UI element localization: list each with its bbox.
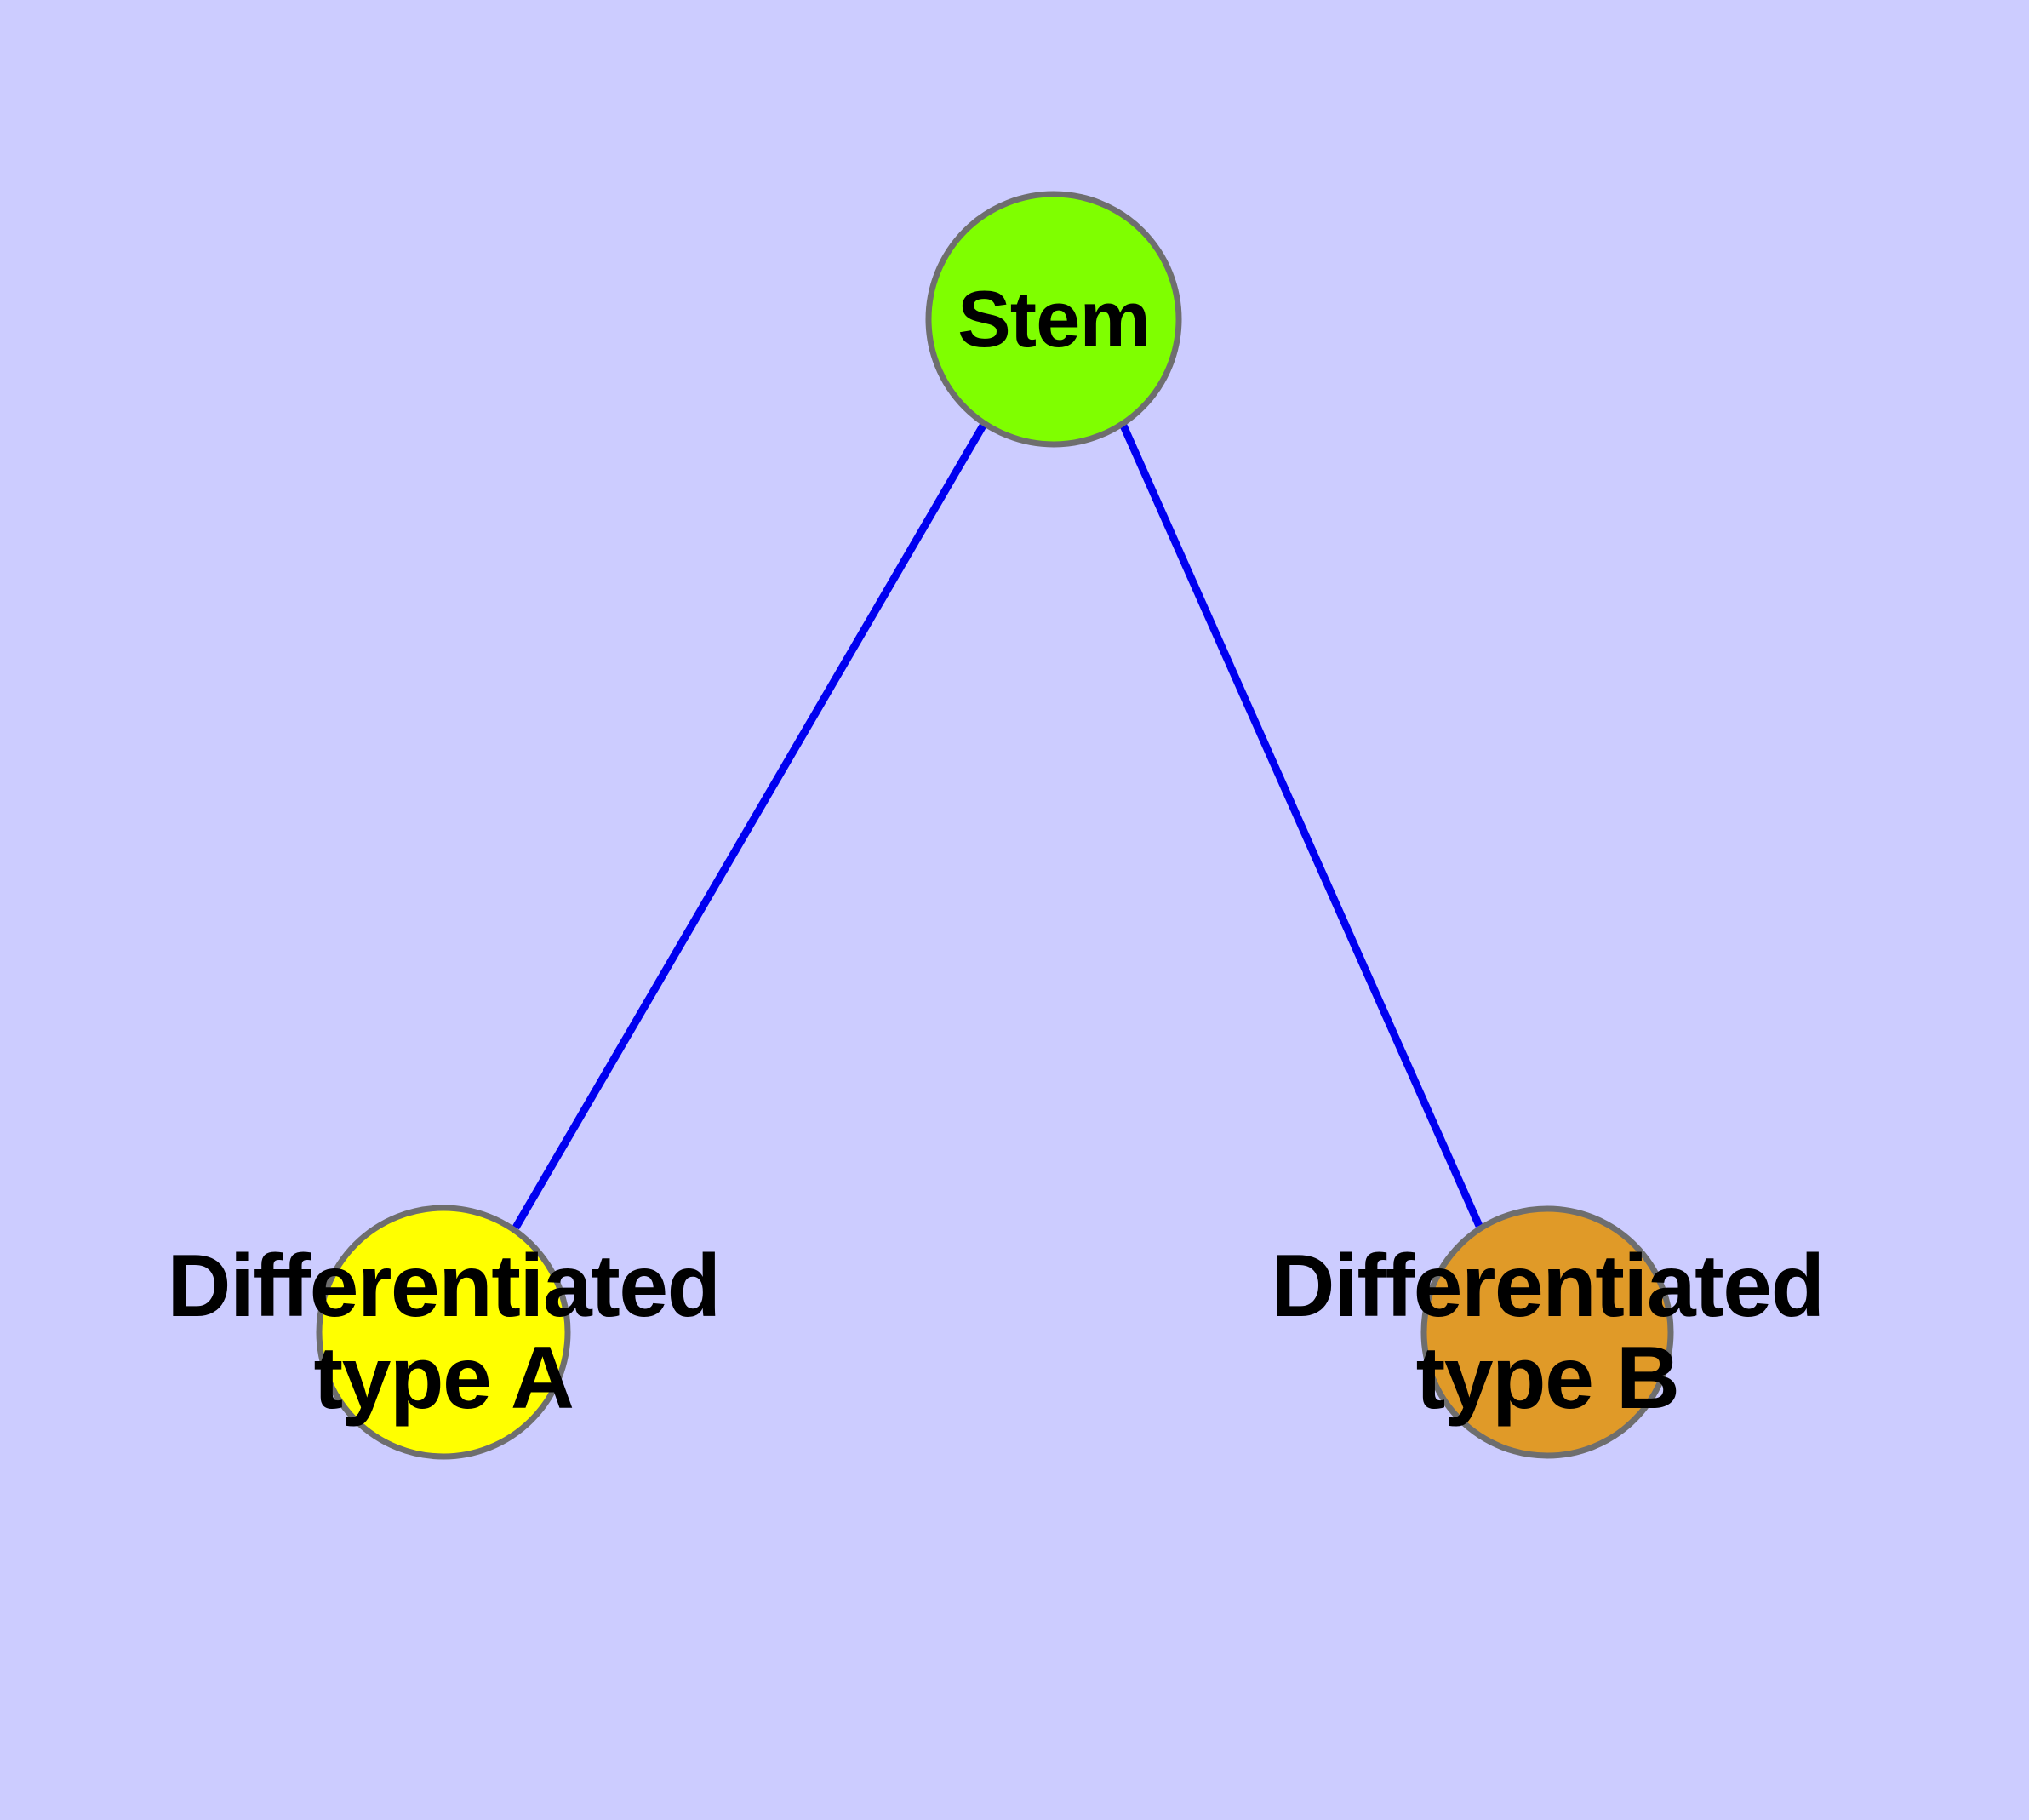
node-layer xyxy=(316,191,1674,1460)
edge-stem-to-diff-a xyxy=(512,423,986,1230)
node-circle-stem[interactable] xyxy=(925,191,1182,448)
edge-stem-to-diff-b xyxy=(1119,424,1483,1228)
node-circle-diff-b[interactable] xyxy=(1420,1205,1674,1459)
node-circle-diff-a[interactable] xyxy=(316,1205,571,1460)
edge-layer xyxy=(512,423,1483,1230)
